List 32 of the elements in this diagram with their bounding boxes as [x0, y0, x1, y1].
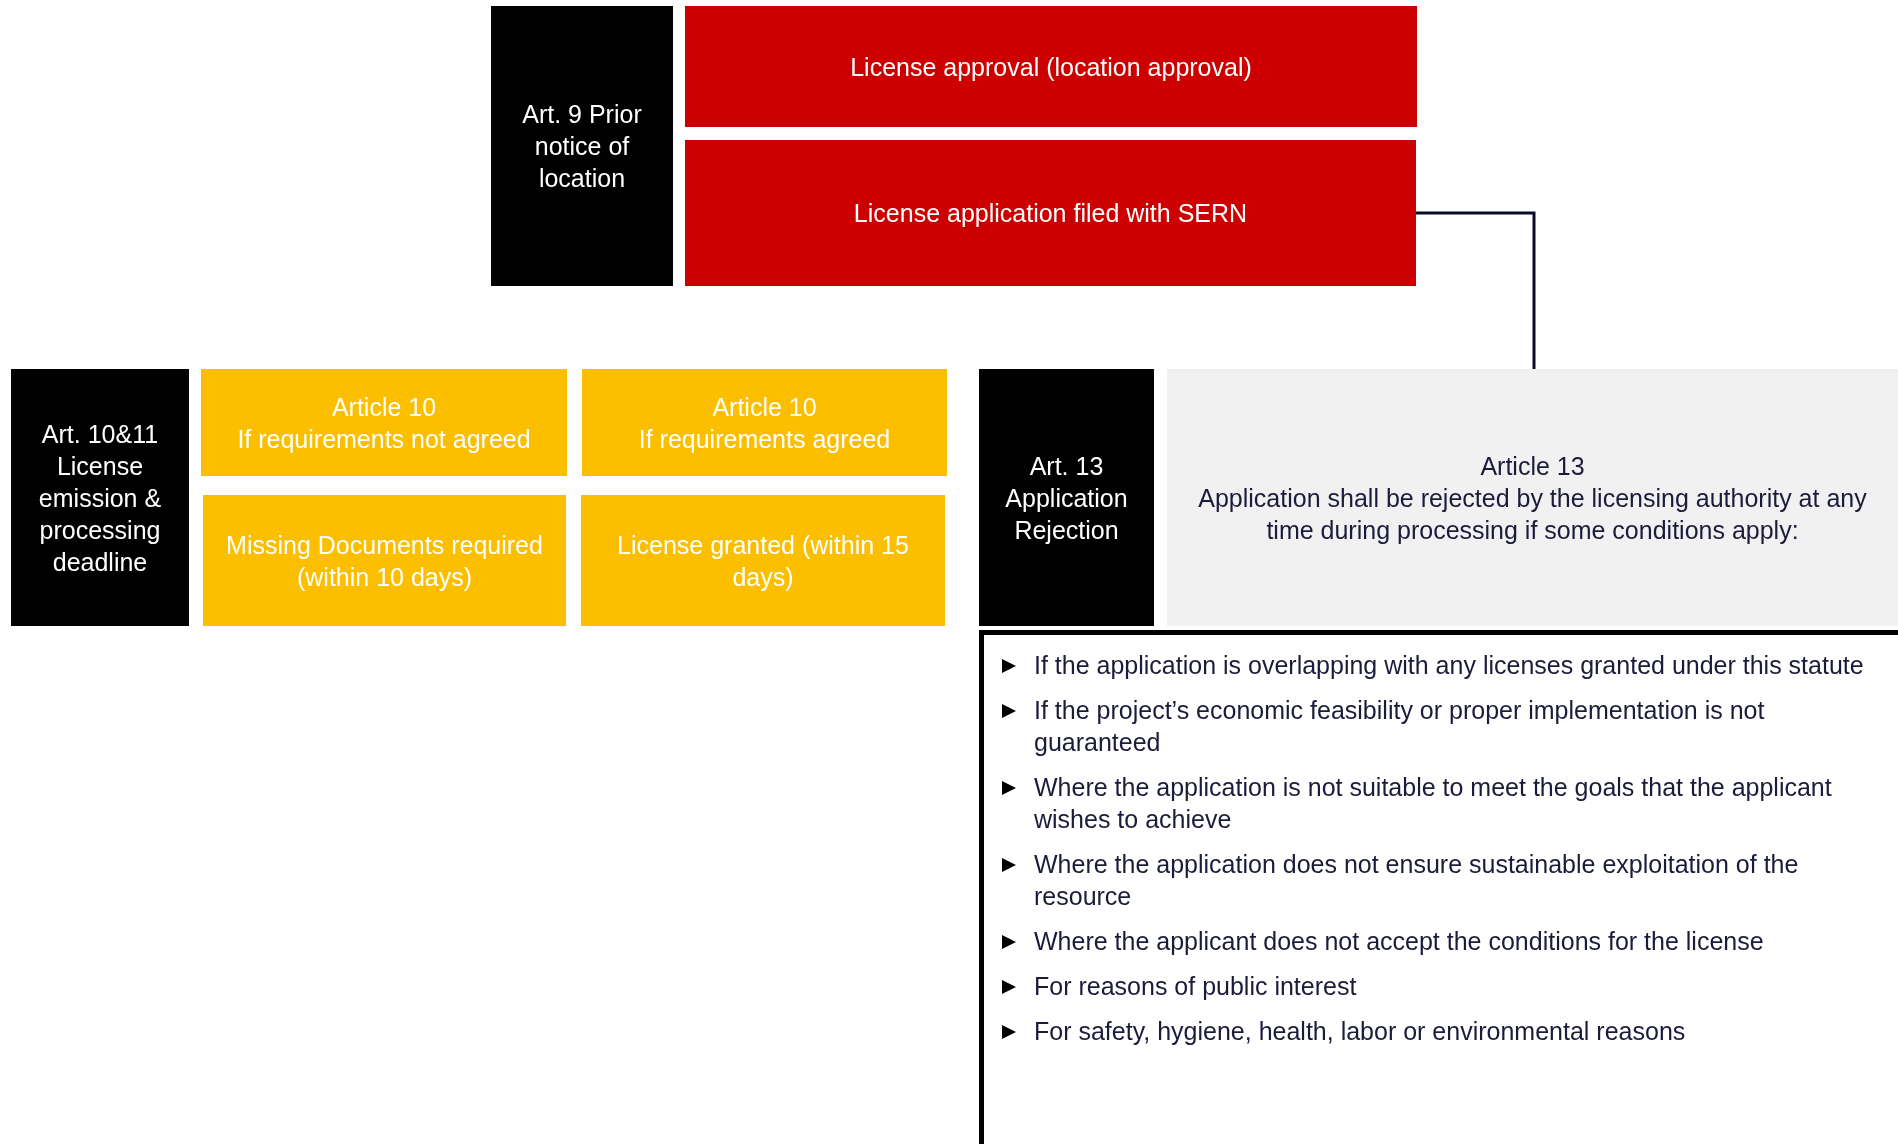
box-text: Application shall be rejected by the licensing authority at any time during processing if some conditions apply:	[1197, 482, 1868, 546]
label-box	[979, 369, 1154, 626]
list-item-text: Where the application is not suitable to meet the goals that the applicant wishes to achieve	[1034, 772, 1833, 835]
criteria-list-box	[979, 630, 1898, 1144]
step-box	[685, 6, 1417, 127]
box-text: If requirements agreed	[638, 423, 891, 455]
label-box	[491, 6, 673, 286]
box-text: License granted (within 15 days)	[616, 529, 910, 593]
list-item-text: For reasons of public interest	[1034, 971, 1357, 1002]
label-box	[11, 369, 189, 626]
list-item-text: Where the application does not ensure sustainable exploitation of the resource	[1034, 849, 1800, 912]
list-item-text: If the project’s economic feasibility or proper implementation is not guaranteed	[1034, 695, 1766, 758]
list-item-text: For safety, hygiene, health, labor or environmental reasons	[1034, 1016, 1686, 1047]
box-text: Article 10	[712, 391, 817, 423]
connector-line	[1416, 211, 1536, 369]
step-box	[582, 369, 947, 476]
step-box	[203, 495, 566, 626]
box-text: Missing Documents required (within 10 days)	[225, 529, 544, 593]
step-box	[685, 140, 1416, 286]
box-text: License approval (location approval)	[850, 51, 1252, 83]
list-item-text: If the application is overlapping with any licenses granted under this statute	[1034, 650, 1864, 681]
box-text: If requirements not agreed	[237, 423, 531, 455]
box-text: Art. 9 Prior notice of location	[521, 99, 643, 194]
description-box	[1167, 369, 1898, 626]
box-text: Art. 13 Application Rejection	[1004, 450, 1129, 546]
box-text: Article 10	[331, 391, 437, 423]
box-text: Art. 10&11 License emission & processing deadline	[37, 418, 163, 578]
step-box	[581, 495, 945, 626]
list-item-text: Where the applicant does not accept the conditions for the license	[1034, 926, 1764, 957]
step-box	[201, 369, 567, 476]
box-text: Article 13	[1480, 450, 1585, 482]
box-text: License application filed with SERN	[853, 198, 1248, 229]
